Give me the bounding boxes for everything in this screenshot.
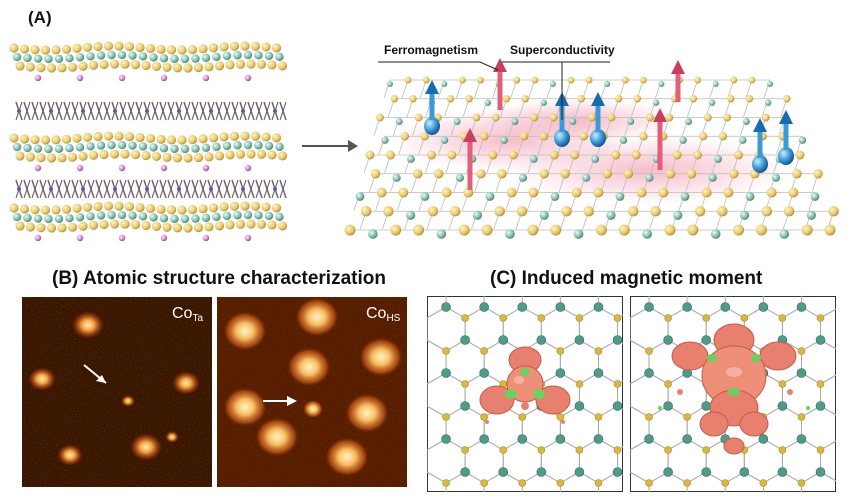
stm-image-co-hs [217,297,407,487]
magnetic-density-plot-left [427,296,623,492]
panel-a-label: (A) [28,8,52,27]
callout-lines [378,61,610,120]
stm-image-co-ta [22,297,212,487]
spin-arrows [424,58,794,190]
crystal-layers [9,41,288,242]
label-co-ta: CoTa [172,305,204,324]
arrow-icon [83,364,107,384]
spin-density-isosurface [479,346,571,424]
superconductivity-callout: Superconductivity [510,43,615,57]
arrow-icon [263,396,297,406]
transition-arrow-icon [302,140,358,152]
monolayer-lattice [344,58,839,239]
magnetic-density-plot-right [630,296,836,492]
panel-c-title: (C) Induced magnetic moment [490,268,763,289]
label-co-hs: CoHS [366,305,401,324]
spin-density-isosurface [658,323,810,455]
layered-crystal-structure [9,41,288,242]
ferromagnetism-callout: Ferromagnetism [384,43,479,57]
panel-b-title: (B) Atomic structure characterization [52,268,386,289]
